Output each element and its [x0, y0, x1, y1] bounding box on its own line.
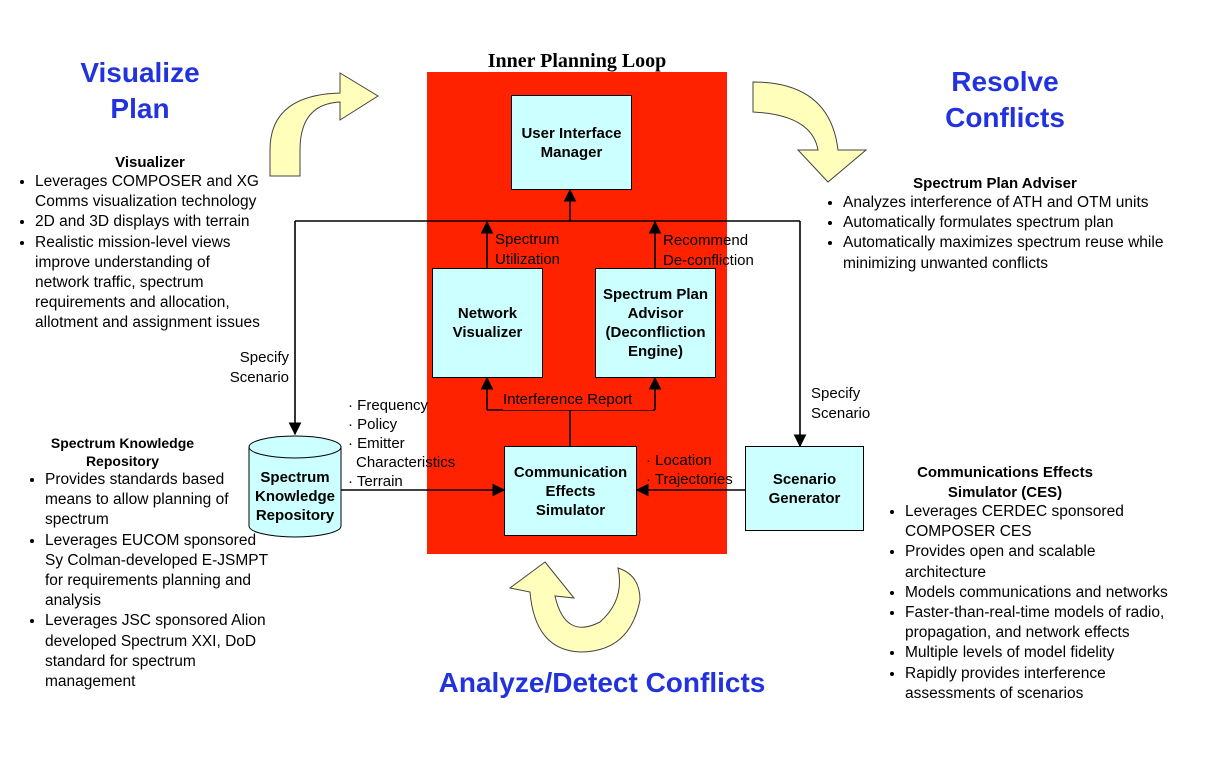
repo-input-item: · Terrain	[348, 473, 403, 490]
ces-info-heading: Communications Effects Simulator (CES)	[917, 464, 1093, 501]
ces-info-bullet: Models communications and networks	[905, 583, 1170, 603]
scenario-input-item: · Trajectories	[646, 471, 733, 488]
repository-label: Spectrum Knowledge Repository	[254, 469, 335, 524]
ces-info-bullet: Rapidly provides interference assessment…	[905, 664, 1170, 704]
repository-cylinder	[248, 435, 342, 538]
repository-info-bullet: Leverages JSC sponsored Alion developed …	[45, 611, 270, 692]
specify-scenario-right-label: Specify Scenario	[811, 385, 871, 422]
visualize-cycle-arrow	[269, 72, 379, 177]
scenario-input-item: · Location	[646, 452, 712, 469]
visualizer-bullet: 2D and 3D displays with terrain	[35, 212, 260, 232]
adviser-bullet: Analyzes interference of ATH and OTM uni…	[843, 193, 1208, 213]
interference-report-label: Interference Report	[503, 390, 653, 410]
visualizer-bullets: Leverages COMPOSER and XG Comms visualiz…	[10, 172, 260, 334]
inner-loop-title: Inner Planning Loop	[487, 50, 667, 72]
repository-inputs-list: · Frequency · Policy · Emitter Character…	[348, 396, 478, 491]
resolve-cycle-arrow	[752, 81, 868, 183]
ces-info-bullet: Leverages CERDEC sponsored COMPOSER CES	[905, 502, 1170, 542]
repository-info-bullets: Provides standards based means to allow …	[20, 470, 270, 692]
interference-report-line	[487, 409, 655, 446]
repo-input-item: · Frequency	[348, 397, 429, 414]
adviser-heading: Spectrum Plan Adviser	[913, 175, 1077, 192]
ui-manager-box: User Interface Manager	[511, 95, 632, 190]
adviser-bullets: Analyzes interference of ATH and OTM uni…	[818, 193, 1208, 274]
ces-box: Communication Effects Simulator	[504, 446, 637, 536]
network-visualizer-box: Network Visualizer	[432, 268, 543, 378]
specify-scenario-left-label: Specify Scenario	[229, 349, 289, 386]
adviser-bullet: Automatically maximizes spectrum reuse w…	[843, 233, 1208, 273]
visualizer-bullet: Leverages COMPOSER and XG Comms visualiz…	[35, 172, 260, 212]
adviser-bullet: Automatically formulates spectrum plan	[843, 213, 1208, 233]
visualizer-bullet: Realistic mission-level views improve un…	[35, 233, 260, 334]
spectrum-utilization-label: Spectrum Utilization	[495, 231, 561, 268]
recommend-deconfliction-label: Recommend De-confliction	[663, 232, 754, 269]
scenario-inputs-list: · Location · Trajectories	[646, 451, 746, 489]
repo-input-item: · Emitter Characteristics	[348, 435, 456, 471]
repo-input-item: · Policy	[348, 416, 398, 433]
analyze-detect-title: Analyze/Detect Conflicts	[438, 667, 766, 698]
repository-info-bullet: Provides standards based means to allow …	[45, 470, 270, 531]
analyze-cycle-arrow	[508, 561, 641, 653]
ces-info-bullet: Provides open and scalable architecture	[905, 542, 1170, 582]
resolve-conflicts-title: Resolve Conflicts	[945, 66, 1065, 133]
ces-info-bullets: Leverages CERDEC sponsored COMPOSER CES …	[880, 502, 1170, 704]
ces-info-bullet: Faster-than-real-time models of radio, p…	[905, 603, 1170, 643]
repository-info-heading: Spectrum Knowledge Repository	[50, 435, 195, 469]
ces-info-bullet: Multiple levels of model fidelity	[905, 643, 1170, 663]
visualize-plan-title: Visualize Plan	[80, 57, 200, 124]
scenario-generator-box: Scenario Generator	[745, 446, 864, 531]
spectrum-plan-advisor-box: Spectrum Plan Advisor (Deconfliction Eng…	[595, 268, 716, 378]
repository-info-bullet: Leverages EUCOM sponsored Sy Colman-deve…	[45, 531, 270, 612]
visualizer-heading: Visualizer	[115, 154, 185, 171]
